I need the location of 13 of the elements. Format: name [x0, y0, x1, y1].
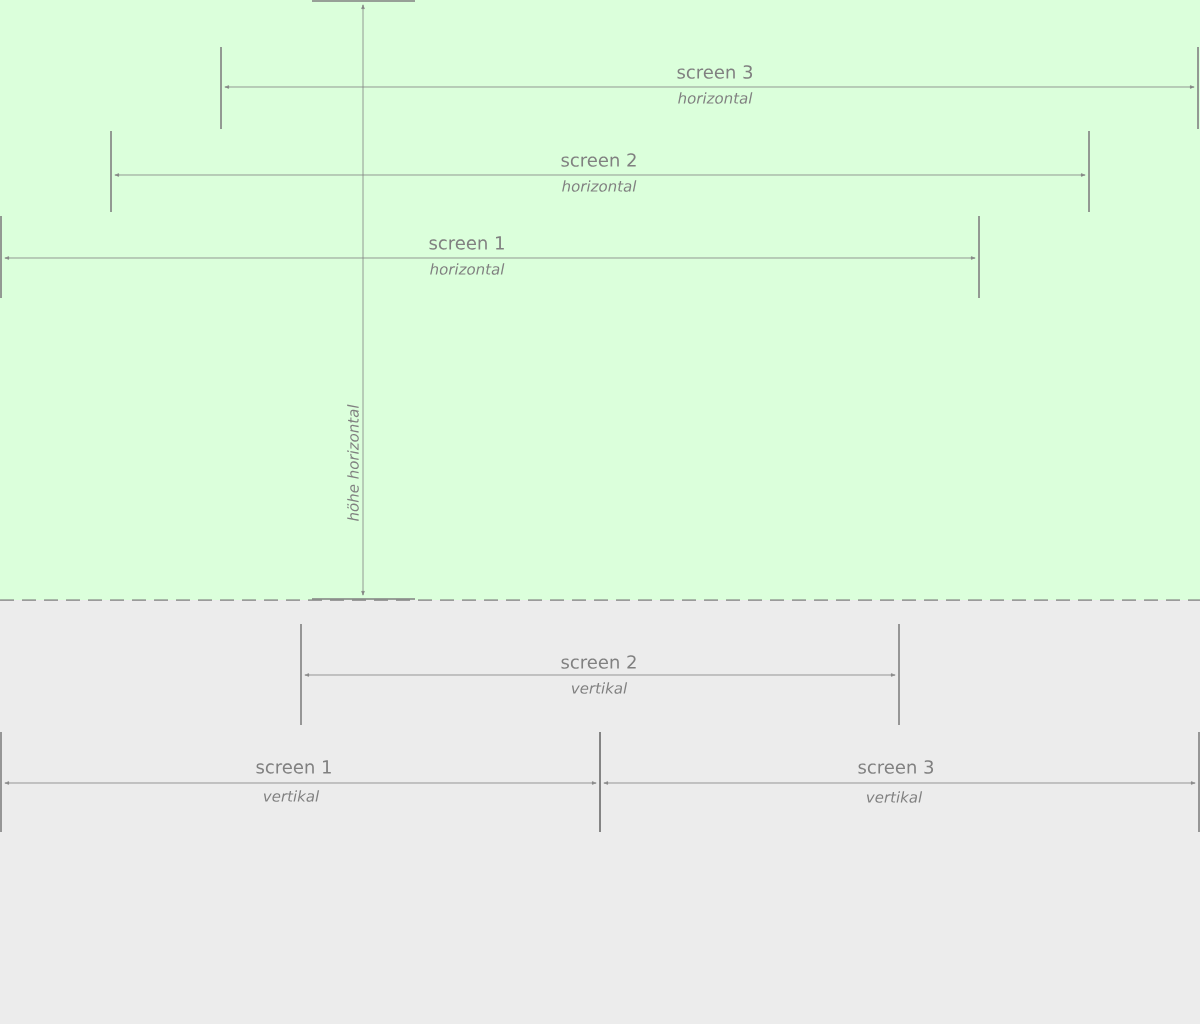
dimension-label: horizontal	[430, 263, 505, 275]
dimension-label: horizontal	[678, 92, 753, 104]
dimension-label: screen 3	[677, 65, 753, 79]
dimension-label: horizontal	[562, 180, 637, 192]
dimension-label: screen 3	[858, 760, 934, 774]
dimension-label: vertikal	[263, 790, 320, 802]
dimension-label: screen 2	[561, 153, 636, 167]
dimension-label: screen 1	[429, 236, 504, 250]
dimension-label: vertikal	[866, 791, 923, 803]
dimension-label: screen 1	[256, 760, 331, 774]
dimension-label: screen 2	[561, 655, 636, 669]
dimension-label: höhe horizontal	[347, 404, 359, 521]
dimension-label: vertikal	[571, 682, 628, 694]
